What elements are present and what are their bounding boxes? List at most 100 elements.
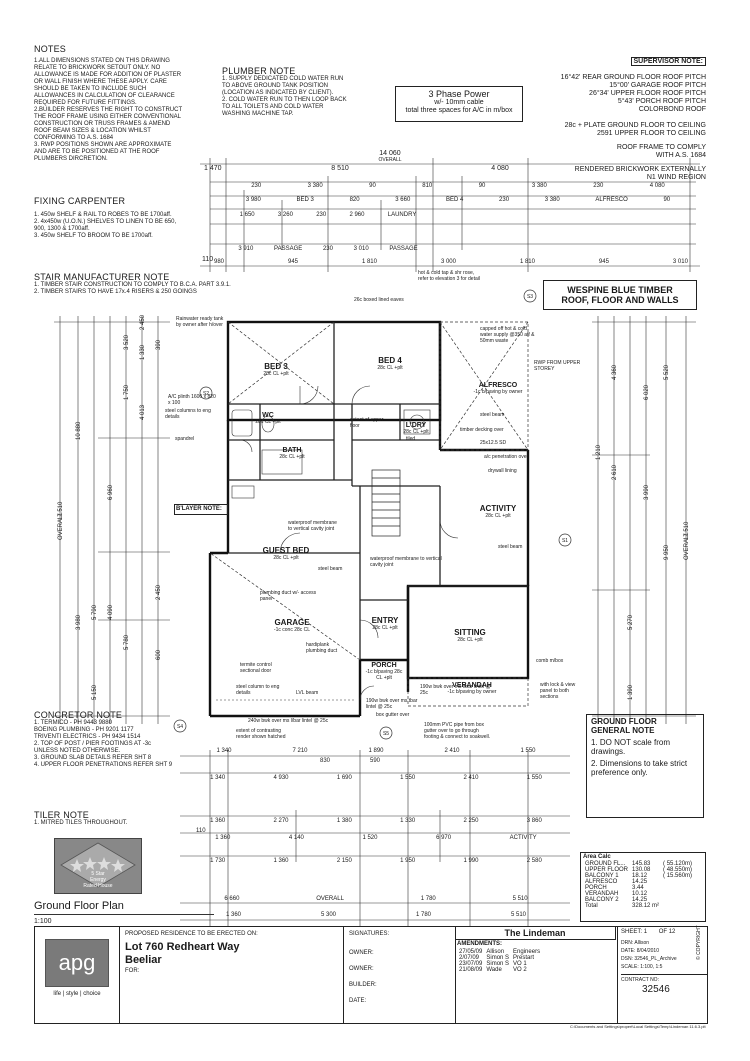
supervisor-pitch-5: COLORBOND ROOF	[638, 106, 706, 113]
room-verandah-sub: -1c b/paving by owner	[447, 689, 497, 695]
concreter-note: CONCRETOR NOTE 1. TERMICO - PH 9443 9880…	[34, 710, 184, 769]
supervisor-frame-line-2: WITH A.S. 1684	[655, 152, 706, 159]
wespine-line2: ROOF, FLOOR AND WALLS	[561, 295, 679, 305]
amend-row-cell: Engineers	[513, 949, 541, 955]
notes-line-15: PLUMBERS DIRCRETION.	[34, 156, 108, 162]
label-rwp-1: RWP FROM UPPER STOREY	[534, 360, 581, 372]
fixing-line-4: 3. 450w SHELF TO BROOM TO BE 1700aff.	[34, 233, 153, 239]
supervisor-brick-line-2: N1 WIND REGION	[646, 174, 706, 181]
amend-row-cell: Simon S	[486, 955, 510, 961]
room-bath: BATH 28c CL +plt	[272, 447, 312, 460]
area-row-cell: ALFRESCO	[585, 879, 618, 885]
label-membrane-2: waterproof membrane to vertical cavity j…	[370, 556, 442, 568]
amend-row-cell: VO 2	[513, 967, 527, 973]
sheet-info: SHEET: 1 OF 12 DRN: Allison DATE: 8/04/2…	[617, 927, 708, 1023]
notes-line-11: ROOF BEAM SIZES & LOCATION WHILST	[34, 128, 151, 134]
title-block: apg life | style | choice PROPOSED RESID…	[34, 926, 708, 1024]
label-termite: termite control sectional door	[240, 662, 272, 674]
logo-panel: apg life | style | choice	[35, 927, 120, 1023]
dim-left-6: 5 150	[92, 684, 98, 700]
dim-bottom-row1-5: 1 550	[520, 748, 536, 754]
room-wc-sub: 28c CL +plt	[255, 419, 281, 425]
label-capped-supply: capped off hot & cold water supply @350 …	[480, 326, 535, 344]
dim-top-row5-2: PASSAGE	[274, 246, 303, 252]
dim-bottom-row1-4: 2 410	[444, 748, 460, 754]
plumber-note: PLUMBER NOTE 1. SUPPLY DEDICATED COLD WA…	[222, 66, 382, 118]
dim-bottom-row5-4: 1 950	[400, 858, 416, 864]
label-upper-floor: extent of upper floor	[350, 417, 384, 429]
amend-row-cell: 23/07/09	[459, 961, 483, 967]
energy-line-2: Energy	[90, 877, 106, 883]
area-row-cell: BALCONY 2	[585, 897, 619, 903]
room-activity-sub: 28c CL +plt	[485, 513, 511, 519]
concreter-line-6: 3. GROUND SLAB DETAILS REFER SHT 8	[34, 755, 152, 761]
scale-label: SCALE:	[621, 964, 639, 970]
amend-row-cell: Allison	[486, 949, 505, 955]
dim-bottom-row3-2: 2 270	[273, 818, 289, 824]
amendments-label: AMENDMENTS:	[457, 941, 502, 947]
dim-top-row6-5: 1 810	[519, 259, 535, 265]
dim-left-2: OVERALL	[58, 512, 64, 540]
area-row-cell: 130.08	[632, 867, 651, 873]
dim-bottom-row3-3: 1 380	[336, 818, 352, 824]
dim-bottom-row5-6: 2 580	[526, 858, 542, 864]
area-row-cell: ( 48.550m)	[663, 867, 693, 873]
star-rating-icon	[60, 842, 136, 888]
dim-bottom-row7-3: 1 780	[415, 912, 431, 918]
area-calc-title: Area Calc	[583, 854, 611, 860]
notes-line-8: 2.BUILDER RESERVES THE RIGHT TO CONSTRUC…	[34, 107, 183, 113]
dim-right-9: 2 610	[612, 464, 618, 480]
dim-bottom-row3-5: 2 250	[463, 818, 479, 824]
room-verandah-name: VERANDAH	[452, 682, 492, 689]
svg-text:S2: S2	[203, 391, 209, 397]
room-guestbed-sub: 28c CL +plt	[273, 555, 299, 561]
notes-line-2: RELATE TO BRICKWORK SETOUT ONLY. NO	[34, 65, 161, 71]
area-row-cell: 18.12	[632, 873, 648, 879]
for-label: FOR:	[125, 968, 140, 974]
suburb: Beeliar	[125, 954, 162, 966]
area-row-cell: Total	[585, 903, 598, 909]
room-ldry: L'DRY 28c CL +plt	[396, 422, 436, 435]
svg-text:S5: S5	[383, 731, 389, 737]
dim-bottom-row6-2: OVERALL	[316, 896, 344, 902]
date-label: DATE:	[349, 998, 367, 1004]
drn-value: Allison	[634, 940, 650, 946]
dim-top-row3-9: 90	[663, 197, 671, 203]
apg-logo-text: apg	[58, 950, 96, 975]
dim-top-row3-2: BED 3	[296, 197, 314, 203]
dim-right-2: OVERALL	[684, 532, 690, 560]
fixing-carpenter-note: FIXING CARPENTER 1. 450w SHELF & RAIL TO…	[34, 196, 224, 240]
dim-left-14: 390	[156, 339, 162, 350]
gf-note-item-2: 2. Dimensions to take strict preference …	[591, 759, 688, 777]
label-steel-column-2: steel column to eng details	[236, 684, 280, 696]
label-steel-columns: steel columns to eng details	[165, 408, 211, 420]
scale-value: 1:100, 1:5	[640, 964, 663, 970]
sheet-of: OF 12	[658, 929, 676, 935]
amend-row-cell: 27/05/09	[459, 949, 483, 955]
energy-badge: 5 Star Energy Rated House	[54, 838, 142, 894]
dim-bottom-row2-3: 1 690	[336, 775, 352, 781]
room-verandah: VERANDAH -1c b/paving by owner	[442, 682, 502, 695]
notes-line-12: CONFORMING TO A.S. 1684	[34, 135, 114, 141]
concreter-line-7: 4. UPPER FLOOR PENETRATIONS REFER SHT 9	[34, 762, 173, 768]
dim-left-10: 1 750	[124, 384, 130, 400]
label-lock-view: with lock & view panel to both sections	[540, 682, 576, 700]
label-plumbing-duct: plumbing duct w/- access panel	[260, 590, 317, 602]
dim-right-6: 3 990	[644, 484, 650, 500]
tagline: life | style | choice	[53, 991, 101, 997]
room-porch-sub: -1c b/paving 28c CL +plt	[365, 669, 403, 681]
amend-row-cell: Prestart	[513, 955, 535, 961]
dim-bottom-row4-5: ACTIVITY	[509, 835, 537, 841]
supervisor-ceiling-1: 28c + PLATE GROUND FLOOR TO CEILING	[564, 122, 706, 129]
area-row-cell: PORCH	[585, 885, 607, 891]
label-eaves: 26c boxed lined eaves	[354, 297, 404, 303]
